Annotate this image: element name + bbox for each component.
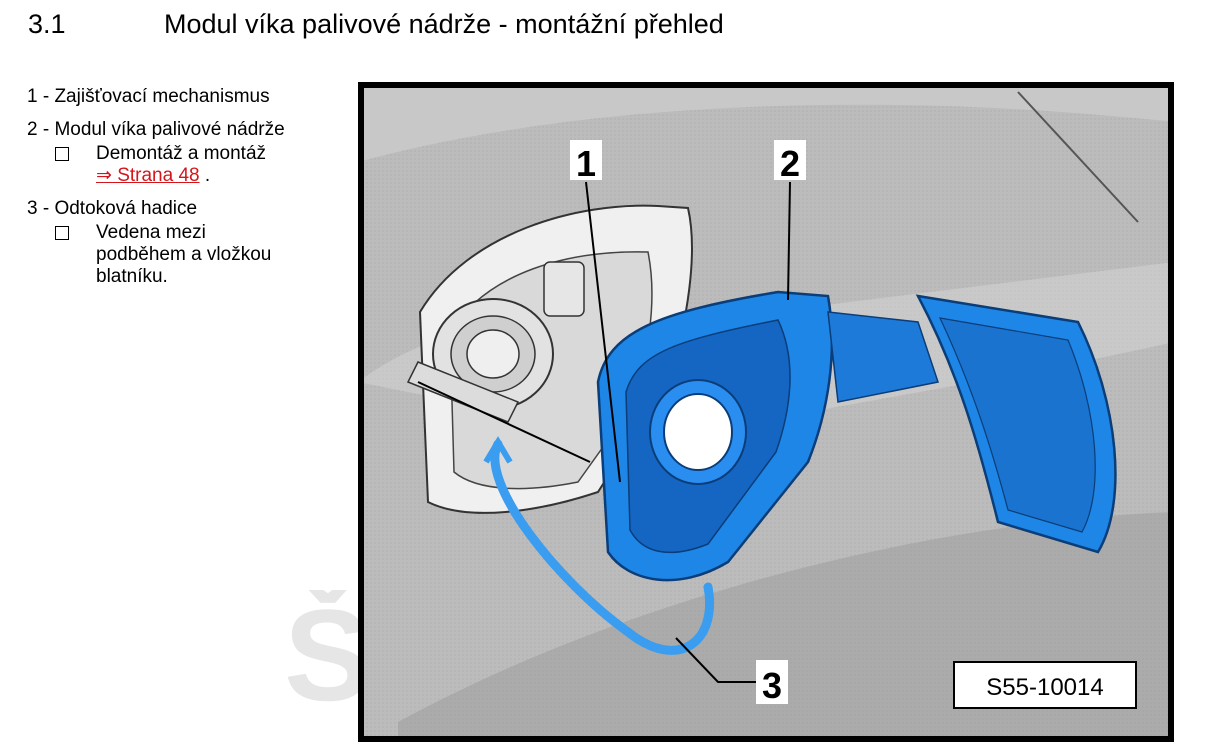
drain-hose — [490, 439, 714, 655]
note-line-1: Vedena mezi — [96, 222, 206, 243]
note-line-2: podběhem a vložkou — [96, 244, 272, 265]
legend-item-2-label: 2 - Modul víka palivové nádrže — [27, 119, 285, 140]
svg-text:1: 1 — [576, 143, 596, 184]
callout-3: 3 — [756, 660, 788, 706]
checkbox-bullet-icon — [55, 226, 69, 240]
section-title: Modul víka palivové nádrže - montážní př… — [164, 8, 724, 39]
legend-item-3-note: Vedena mezi podběhem a vložkou blatníku. — [55, 222, 357, 288]
page-48-link[interactable]: ⇒ Strana 48 — [96, 165, 200, 186]
checkbox-bullet-icon — [55, 147, 69, 161]
fuel-door-illustration: 1 2 3 S55-10014 — [358, 82, 1174, 742]
callout-2: 2 — [774, 140, 806, 184]
note-text: Demontáž a montáž — [96, 143, 267, 164]
legend-item-2-note: Demontáž a montáž ⇒ Strana 48 . — [55, 143, 357, 187]
skoda-watermark-logo: Š — [284, 590, 371, 702]
legend-item-1-label: 1 - Zajišťovací mechanismus — [27, 86, 270, 107]
svg-text:S55-10014: S55-10014 — [986, 674, 1103, 701]
legend-item-3-label: 3 - Odtoková hadice — [27, 198, 198, 219]
note-period: . — [199, 165, 211, 186]
legend-item-3: 3 - Odtoková hadice Vedena mezi podběhem… — [27, 198, 357, 288]
note-line-3: blatníku. — [96, 266, 168, 287]
watermark-glyph: Š — [284, 590, 371, 702]
section-number: 3.1 — [28, 8, 66, 39]
svg-text:2: 2 — [780, 143, 800, 184]
svg-text:3: 3 — [762, 665, 782, 706]
figure-code-box: S55-10014 — [953, 661, 1137, 709]
figure-frame — [358, 82, 1174, 742]
section-heading: 3.1 Modul víka palivové nádrže - montážn… — [28, 4, 724, 44]
fuel-door-module — [596, 290, 1117, 582]
legend-item-1: 1 - Zajišťovací mechanismus — [27, 86, 357, 108]
legend-item-2: 2 - Modul víka palivové nádrže Demontáž … — [27, 119, 357, 187]
callout-1: 1 — [570, 140, 602, 184]
parts-legend: 1 - Zajišťovací mechanismus 2 - Modul ví… — [27, 86, 357, 299]
